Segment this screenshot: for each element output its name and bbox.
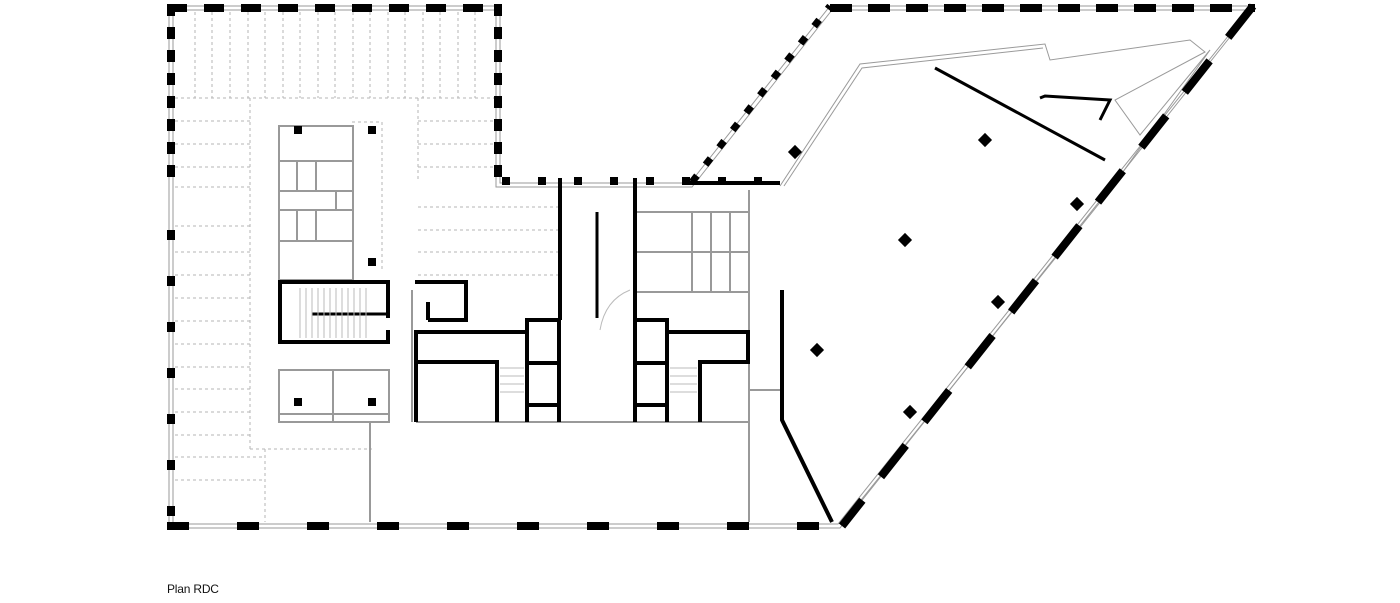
columns [294,126,1085,420]
parking-grid [175,12,558,522]
drawing-caption: Plan RDC [167,582,219,596]
structural-walls [278,66,1113,523]
facade-piers [167,3,1257,530]
stairs [299,288,697,393]
floor-plan [167,3,1257,530]
